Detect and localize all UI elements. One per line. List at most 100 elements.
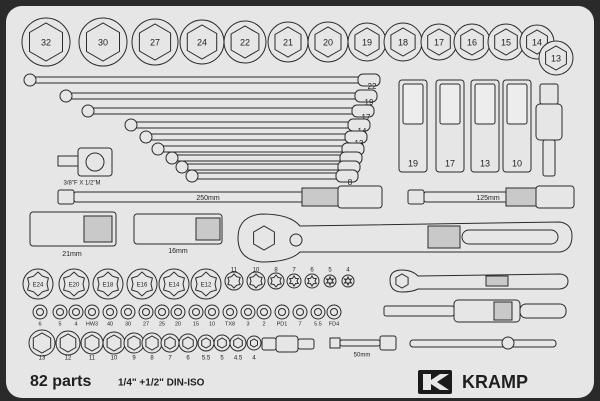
torx-e-label: E18 xyxy=(103,283,114,289)
small-socket-hex xyxy=(145,335,159,351)
small-socket-label: 5.5 xyxy=(202,356,211,362)
extension-250-knurl xyxy=(301,187,339,207)
bit-label: 30 xyxy=(125,321,131,327)
small-socket-hex xyxy=(164,336,176,350)
socket-hex xyxy=(354,27,380,57)
small-socket-label: 4 xyxy=(252,356,256,362)
wrench-shaft xyxy=(29,76,365,84)
wrench-open-end xyxy=(351,104,375,118)
bit-label: 3 xyxy=(246,321,249,327)
adapter-square xyxy=(57,155,79,167)
parts-count: 82 parts xyxy=(30,373,91,390)
bit-label: 27 xyxy=(143,321,149,327)
torx-e-star xyxy=(97,271,119,297)
torx-e-label: E16 xyxy=(137,283,148,289)
small-socket-hex xyxy=(106,334,122,352)
bit-core xyxy=(226,308,234,316)
socket-label: 16 xyxy=(467,37,477,47)
bit-core xyxy=(56,308,64,316)
small-socket-label: 8 xyxy=(150,356,154,362)
bit-holder-end xyxy=(519,303,567,319)
deep-socket-top xyxy=(402,83,424,125)
extension-250-head xyxy=(337,185,383,209)
small-socket-hex xyxy=(201,337,211,349)
adapter-label: 3/8"F X 1/2"M xyxy=(64,181,101,187)
bit-label: 5 xyxy=(58,321,61,327)
wrench-label: 22 xyxy=(368,82,377,91)
wrench-shaft xyxy=(157,145,349,153)
small-socket-hex xyxy=(182,336,194,350)
socket-21mm-drive xyxy=(83,215,113,243)
extension-250-label: 250mm xyxy=(196,195,220,202)
socket-hex xyxy=(274,26,302,58)
bit-label: 15 xyxy=(193,321,199,327)
bit-core xyxy=(72,308,80,316)
bit-core xyxy=(330,308,338,316)
socket-label: 24 xyxy=(197,37,207,47)
socket-hex xyxy=(29,22,63,62)
bit-label: 6 xyxy=(38,321,41,327)
torx-e-small-star xyxy=(325,275,335,287)
bit-label: 2 xyxy=(262,321,265,327)
wrench-open-end xyxy=(357,73,381,87)
torx-e-small-label: 11 xyxy=(231,268,238,274)
bit-core xyxy=(88,308,96,316)
torx-e-small-star xyxy=(343,275,353,287)
ratchet-large xyxy=(237,213,573,263)
deep-socket-top xyxy=(474,83,496,125)
wrench-ring-end xyxy=(81,104,95,118)
wrench-shaft xyxy=(181,163,345,171)
bit-core xyxy=(142,308,150,316)
socket-hex xyxy=(545,45,567,71)
torx-e-label: E20 xyxy=(69,283,80,289)
deep-socket-label: 17 xyxy=(445,158,455,168)
deep-socket-label: 10 xyxy=(512,158,522,168)
universal-joint-body xyxy=(535,103,563,141)
torx-e-small-star xyxy=(288,275,300,287)
extension-50-head xyxy=(379,335,397,351)
socket-16mm-label: 16mm xyxy=(168,248,188,255)
socket-label: 15 xyxy=(501,37,511,47)
bit-core xyxy=(278,308,286,316)
ratchet-large-handle-slot xyxy=(461,229,559,245)
torx-e-small-star xyxy=(306,275,318,287)
small-ujoint-c xyxy=(297,338,315,350)
small-socket-label: 9 xyxy=(132,356,136,362)
extension-50-bar xyxy=(339,339,381,347)
bit-label: 5.5 xyxy=(314,321,322,327)
wrench-ring-end xyxy=(165,151,179,165)
extension-125-label: 125mm xyxy=(476,195,500,202)
torx-e-small-label: 5 xyxy=(328,268,332,274)
socket-label: 32 xyxy=(41,37,51,47)
bit-label: 40 xyxy=(107,321,113,327)
deep-socket-label: 13 xyxy=(480,158,490,168)
wrench-ring-end xyxy=(59,89,73,103)
torx-e-small-star xyxy=(227,273,241,289)
sliding-t-bar-head xyxy=(501,336,515,350)
ratchet-small-grip xyxy=(485,275,509,287)
torx-e-small-star xyxy=(270,274,282,288)
torx-e-label: E12 xyxy=(201,283,212,289)
socket-label: 14 xyxy=(532,37,542,47)
wrench-ring-end xyxy=(151,142,165,156)
torx-e-star xyxy=(163,271,185,297)
bit-label: 20 xyxy=(175,321,181,327)
deep-socket-label: 19 xyxy=(408,158,418,168)
ratchet-large-lever xyxy=(289,233,303,247)
ratchet-small xyxy=(389,269,569,293)
wrench-shaft xyxy=(65,92,362,100)
socket-label: 17 xyxy=(434,37,444,47)
small-socket-hex xyxy=(127,335,141,351)
small-socket-label: 5 xyxy=(220,356,224,362)
bit-core xyxy=(314,308,322,316)
bit-core xyxy=(208,308,216,316)
bit-core xyxy=(36,308,44,316)
small-socket-label: 13 xyxy=(39,356,46,362)
extension-50-label: 50mm xyxy=(354,353,371,359)
small-ujoint-b xyxy=(275,335,299,353)
socket-hex xyxy=(390,27,416,57)
bit-core xyxy=(260,308,268,316)
universal-joint-shank xyxy=(542,139,556,177)
bit-core xyxy=(174,308,182,316)
